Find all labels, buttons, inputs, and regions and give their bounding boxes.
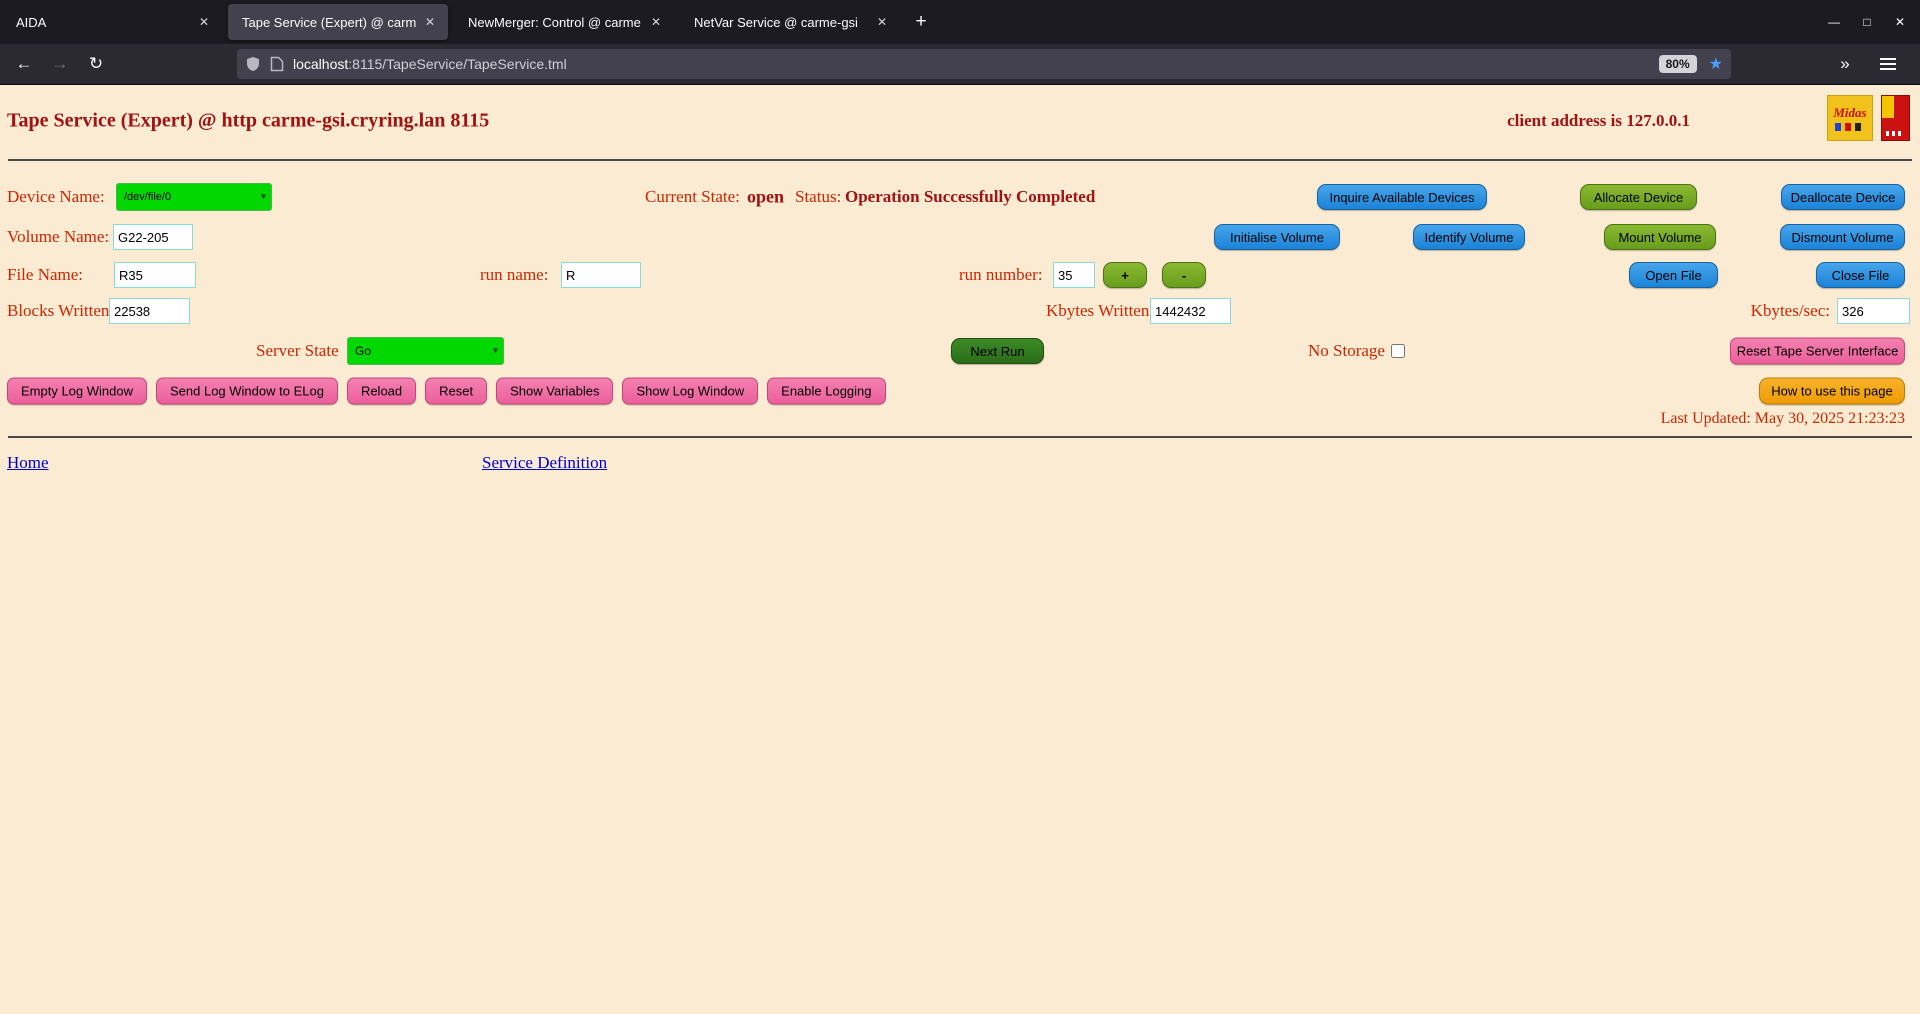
tab-label: AIDA bbox=[16, 14, 47, 30]
tab-label: NetVar Service @ carme-gsi bbox=[694, 14, 858, 30]
overflow-icon[interactable]: » bbox=[1840, 54, 1850, 73]
forward-icon[interactable]: → bbox=[51, 54, 69, 73]
run-number-decrement-button[interactable]: - bbox=[1162, 262, 1206, 288]
maximize-icon[interactable]: □ bbox=[1863, 15, 1871, 29]
inquire-available-devices-button[interactable]: Inquire Available Devices bbox=[1317, 184, 1487, 210]
no-storage-checkbox[interactable] bbox=[1391, 344, 1405, 358]
allocate-device-button[interactable]: Allocate Device bbox=[1580, 184, 1697, 210]
hamburger-icon bbox=[1880, 58, 1896, 70]
initialise-volume-button[interactable]: Initialise Volume bbox=[1214, 224, 1340, 250]
midas-logo[interactable]: Midas bbox=[1827, 95, 1873, 141]
url-path: :8115/TapeService/TapeService.tml bbox=[348, 56, 567, 72]
tab-label: NewMerger: Control @ carme bbox=[468, 14, 641, 30]
file-name-label: File Name: bbox=[7, 265, 84, 284]
show-log-window-button[interactable]: Show Log Window bbox=[622, 377, 759, 405]
midas-logo-marks bbox=[1835, 123, 1865, 131]
kbytes-written-input[interactable] bbox=[1150, 298, 1231, 324]
log-button-group: Empty Log Window Send Log Window to ELog… bbox=[7, 377, 886, 405]
page-info-icon[interactable] bbox=[270, 56, 284, 72]
volume-name-label: Volume Name: bbox=[7, 227, 110, 246]
page-content: Tape Service (Expert) @ http carme-gsi.c… bbox=[0, 85, 1920, 1014]
reset-tape-server-interface-button[interactable]: Reset Tape Server Interface bbox=[1730, 337, 1905, 365]
current-state-label: Current State: bbox=[645, 187, 740, 206]
window-controls: — □ ✕ bbox=[1820, 8, 1920, 36]
toolbar-right: » bbox=[1829, 48, 1908, 80]
client-address: client address is 127.0.0.1 bbox=[1507, 111, 1690, 130]
device-name-value: /dev/file/0 bbox=[124, 191, 172, 203]
empty-log-window-button[interactable]: Empty Log Window bbox=[7, 377, 147, 405]
tab-close-icon[interactable]: ✕ bbox=[876, 15, 888, 29]
how-to-use-this-page-button[interactable]: How to use this page bbox=[1759, 377, 1905, 405]
fair-logo-dots bbox=[1886, 131, 1906, 136]
back-icon[interactable]: ← bbox=[15, 54, 33, 73]
blocks-written-label: Blocks Written: bbox=[7, 301, 115, 320]
url-domain: localhost bbox=[293, 56, 349, 72]
current-state-value: open bbox=[747, 186, 785, 207]
show-variables-button[interactable]: Show Variables bbox=[496, 377, 614, 405]
minimize-icon[interactable]: — bbox=[1828, 15, 1840, 29]
send-log-window-to-elog-button[interactable]: Send Log Window to ELog bbox=[156, 377, 338, 405]
tab-label: Tape Service (Expert) @ carm bbox=[242, 14, 417, 30]
close-icon[interactable]: ✕ bbox=[1894, 15, 1906, 29]
tab-strip: AIDA ✕ Tape Service (Expert) @ carm ✕ Ne… bbox=[0, 0, 936, 44]
last-updated-text: Last Updated: May 30, 2025 21:23:23 bbox=[1660, 410, 1905, 427]
kbytes-written-label: Kbytes Written: bbox=[1046, 301, 1155, 320]
status-label: Status: bbox=[795, 187, 842, 206]
tab-newmerger[interactable]: NewMerger: Control @ carme ✕ bbox=[454, 4, 674, 40]
deallocate-device-button[interactable]: Deallocate Device bbox=[1781, 184, 1905, 210]
url-bar[interactable]: localhost:8115/TapeService/TapeService.t… bbox=[237, 49, 1731, 79]
volume-name-input[interactable] bbox=[113, 224, 193, 250]
service-definition-link[interactable]: Service Definition bbox=[482, 453, 608, 472]
new-tab-button[interactable]: + bbox=[915, 11, 927, 32]
open-file-button[interactable]: Open File bbox=[1629, 262, 1718, 288]
menu-icon[interactable] bbox=[1872, 48, 1904, 80]
tab-close-icon[interactable]: ✕ bbox=[198, 15, 210, 29]
tab-netvar[interactable]: NetVar Service @ carme-gsi ✕ bbox=[680, 4, 900, 40]
file-name-input[interactable] bbox=[114, 262, 196, 288]
url-text: localhost:8115/TapeService/TapeService.t… bbox=[293, 56, 567, 72]
close-file-button[interactable]: Close File bbox=[1816, 262, 1905, 288]
status-value: Operation Successfully Completed bbox=[845, 187, 1096, 206]
server-state-value: Go bbox=[355, 344, 372, 358]
kbytes-per-sec-input[interactable] bbox=[1837, 298, 1910, 324]
tab-close-icon[interactable]: ✕ bbox=[424, 15, 436, 29]
dismount-volume-button[interactable]: Dismount Volume bbox=[1780, 224, 1905, 250]
shield-icon[interactable] bbox=[245, 56, 261, 72]
reload-icon[interactable]: ↻ bbox=[88, 54, 104, 73]
run-number-label: run number: bbox=[959, 265, 1043, 284]
server-state-select[interactable]: Go ▾ bbox=[347, 337, 504, 365]
chevron-down-icon: ▾ bbox=[260, 191, 266, 203]
identify-volume-button[interactable]: Identify Volume bbox=[1413, 224, 1525, 250]
device-name-label: Device Name: bbox=[7, 187, 105, 206]
tab-tape-service[interactable]: Tape Service (Expert) @ carm ✕ bbox=[228, 4, 448, 40]
run-name-label: run name: bbox=[480, 265, 549, 284]
run-name-input[interactable] bbox=[561, 262, 641, 288]
divider bbox=[8, 159, 1912, 161]
home-link[interactable]: Home bbox=[7, 453, 49, 472]
reload-button[interactable]: Reload bbox=[346, 377, 417, 405]
no-storage-label: No Storage bbox=[1308, 341, 1385, 360]
tab-bar: AIDA ✕ Tape Service (Expert) @ carm ✕ Ne… bbox=[0, 0, 1920, 44]
fair-logo[interactable] bbox=[1881, 95, 1910, 141]
kbytes-per-sec-label: Kbytes/sec: bbox=[1750, 301, 1830, 320]
next-run-button[interactable]: Next Run bbox=[951, 338, 1044, 364]
run-number-input[interactable] bbox=[1053, 262, 1095, 288]
midas-logo-text: Midas bbox=[1833, 105, 1867, 120]
enable-logging-button[interactable]: Enable Logging bbox=[767, 377, 886, 405]
run-number-increment-button[interactable]: + bbox=[1103, 262, 1147, 288]
divider bbox=[8, 436, 1912, 438]
reset-button[interactable]: Reset bbox=[425, 377, 488, 405]
zoom-indicator[interactable]: 80% bbox=[1658, 55, 1697, 73]
chevron-down-icon: ▾ bbox=[492, 345, 498, 357]
bookmark-star-icon[interactable]: ★ bbox=[1708, 56, 1723, 73]
tab-close-icon[interactable]: ✕ bbox=[650, 15, 662, 29]
tab-aida[interactable]: AIDA ✕ bbox=[2, 4, 222, 40]
server-state-label: Server State bbox=[256, 341, 339, 360]
page-title: Tape Service (Expert) @ http carme-gsi.c… bbox=[7, 109, 490, 132]
device-name-select[interactable]: /dev/file/0 ▾ bbox=[116, 183, 272, 211]
navigation-bar: ← → ↻ localhost:8115/TapeService/TapeSer… bbox=[0, 44, 1920, 85]
blocks-written-input[interactable] bbox=[109, 298, 190, 324]
mount-volume-button[interactable]: Mount Volume bbox=[1604, 224, 1716, 250]
fair-logo-shape bbox=[1882, 96, 1894, 118]
